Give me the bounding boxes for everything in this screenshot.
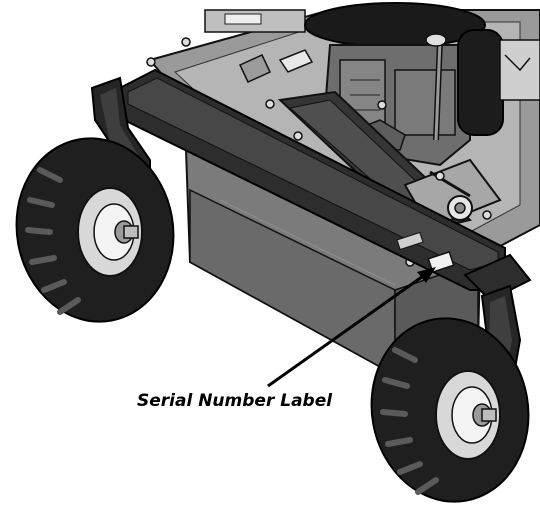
left-wheel xyxy=(15,137,175,323)
front-frame xyxy=(119,68,532,302)
serial-label-plate xyxy=(427,250,455,274)
callout-label: Serial Number Label xyxy=(137,391,333,411)
callout-arrow xyxy=(267,267,436,388)
right-wheel xyxy=(370,317,530,503)
